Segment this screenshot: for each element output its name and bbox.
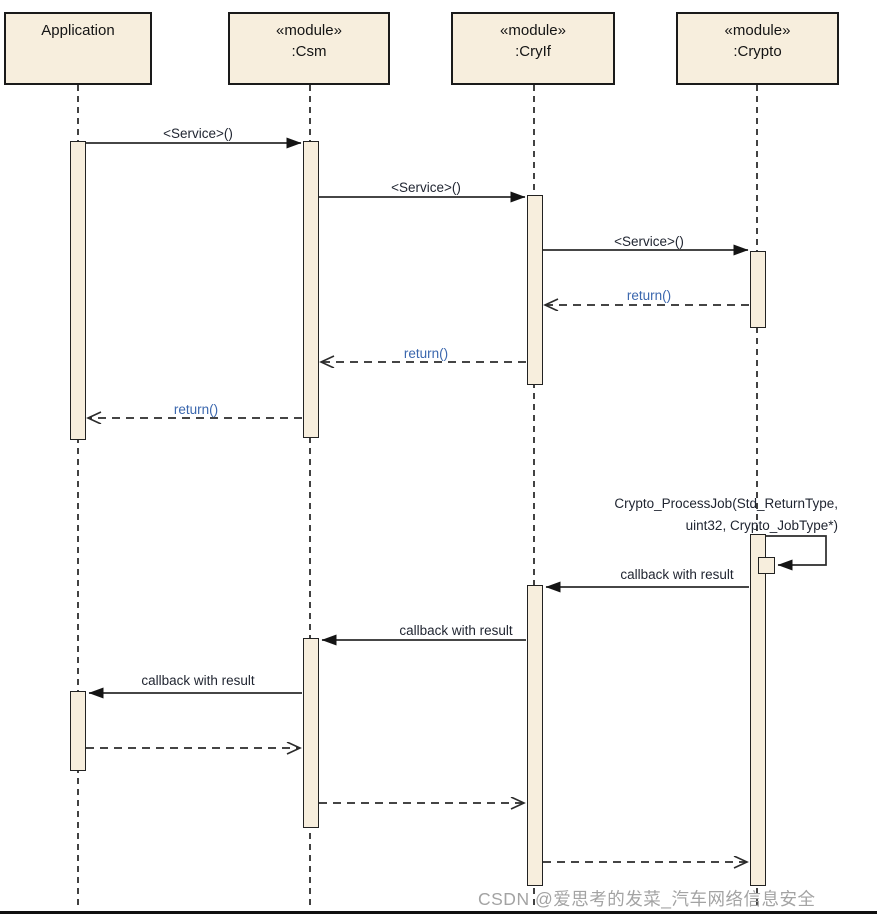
lifeline-title: Application [41,22,115,39]
message-crypto-processjob-self [766,535,827,571]
message-label-callback-3: callback with result [141,673,255,688]
lifeline-name: :Crypto [733,43,782,60]
activation-bar-cryif-1 [527,195,543,385]
activation-bar-csm-1 [303,141,319,438]
lifeline-head-crypto: «module» :Crypto [676,12,839,85]
csdn-watermark: CSDN @爱思考的发菜_汽车网络信息安全 [478,889,816,909]
message-label-line-2: uint32, Crypto_JobType*) [685,518,838,533]
lifeline-name: :Csm [291,43,327,60]
lifeline-stereotype: «module» [500,22,566,39]
activation-bar-crypto-self [758,557,775,574]
message-label-return-1: return() [626,288,672,303]
message-label-line-1: Crypto_ProcessJob(Std_ReturnType, [614,496,838,511]
lifeline-stereotype: «module» [724,22,791,39]
message-label-return-3: return() [173,402,219,417]
activation-bar-csm-2 [303,638,319,828]
message-label-callback-2: callback with result [399,623,513,638]
lifeline-head-csm: «module» :Csm [228,12,390,85]
activation-bar-application-2 [70,691,86,771]
lifeline-head-application: Application [4,12,152,85]
bottom-border-line [0,911,877,914]
lifeline-head-cryif: «module» :CryIf [451,12,615,85]
lifeline-name: :CryIf [515,43,551,60]
activation-bar-crypto-2 [750,534,766,886]
activation-bar-cryif-2 [527,585,543,886]
message-label-crypto-processjob: Crypto_ProcessJob(Std_ReturnType, uint32… [556,493,838,537]
activation-bar-crypto-1 [750,251,766,328]
lifeline-stereotype: «module» [276,22,342,39]
activation-bar-application-1 [70,141,86,440]
message-label-service-2: <Service>() [391,180,461,195]
message-label-callback-1: callback with result [620,567,734,582]
message-label-return-2: return() [403,346,449,361]
message-label-service-1: <Service>() [163,126,233,141]
message-label-service-3: <Service>() [614,234,684,249]
